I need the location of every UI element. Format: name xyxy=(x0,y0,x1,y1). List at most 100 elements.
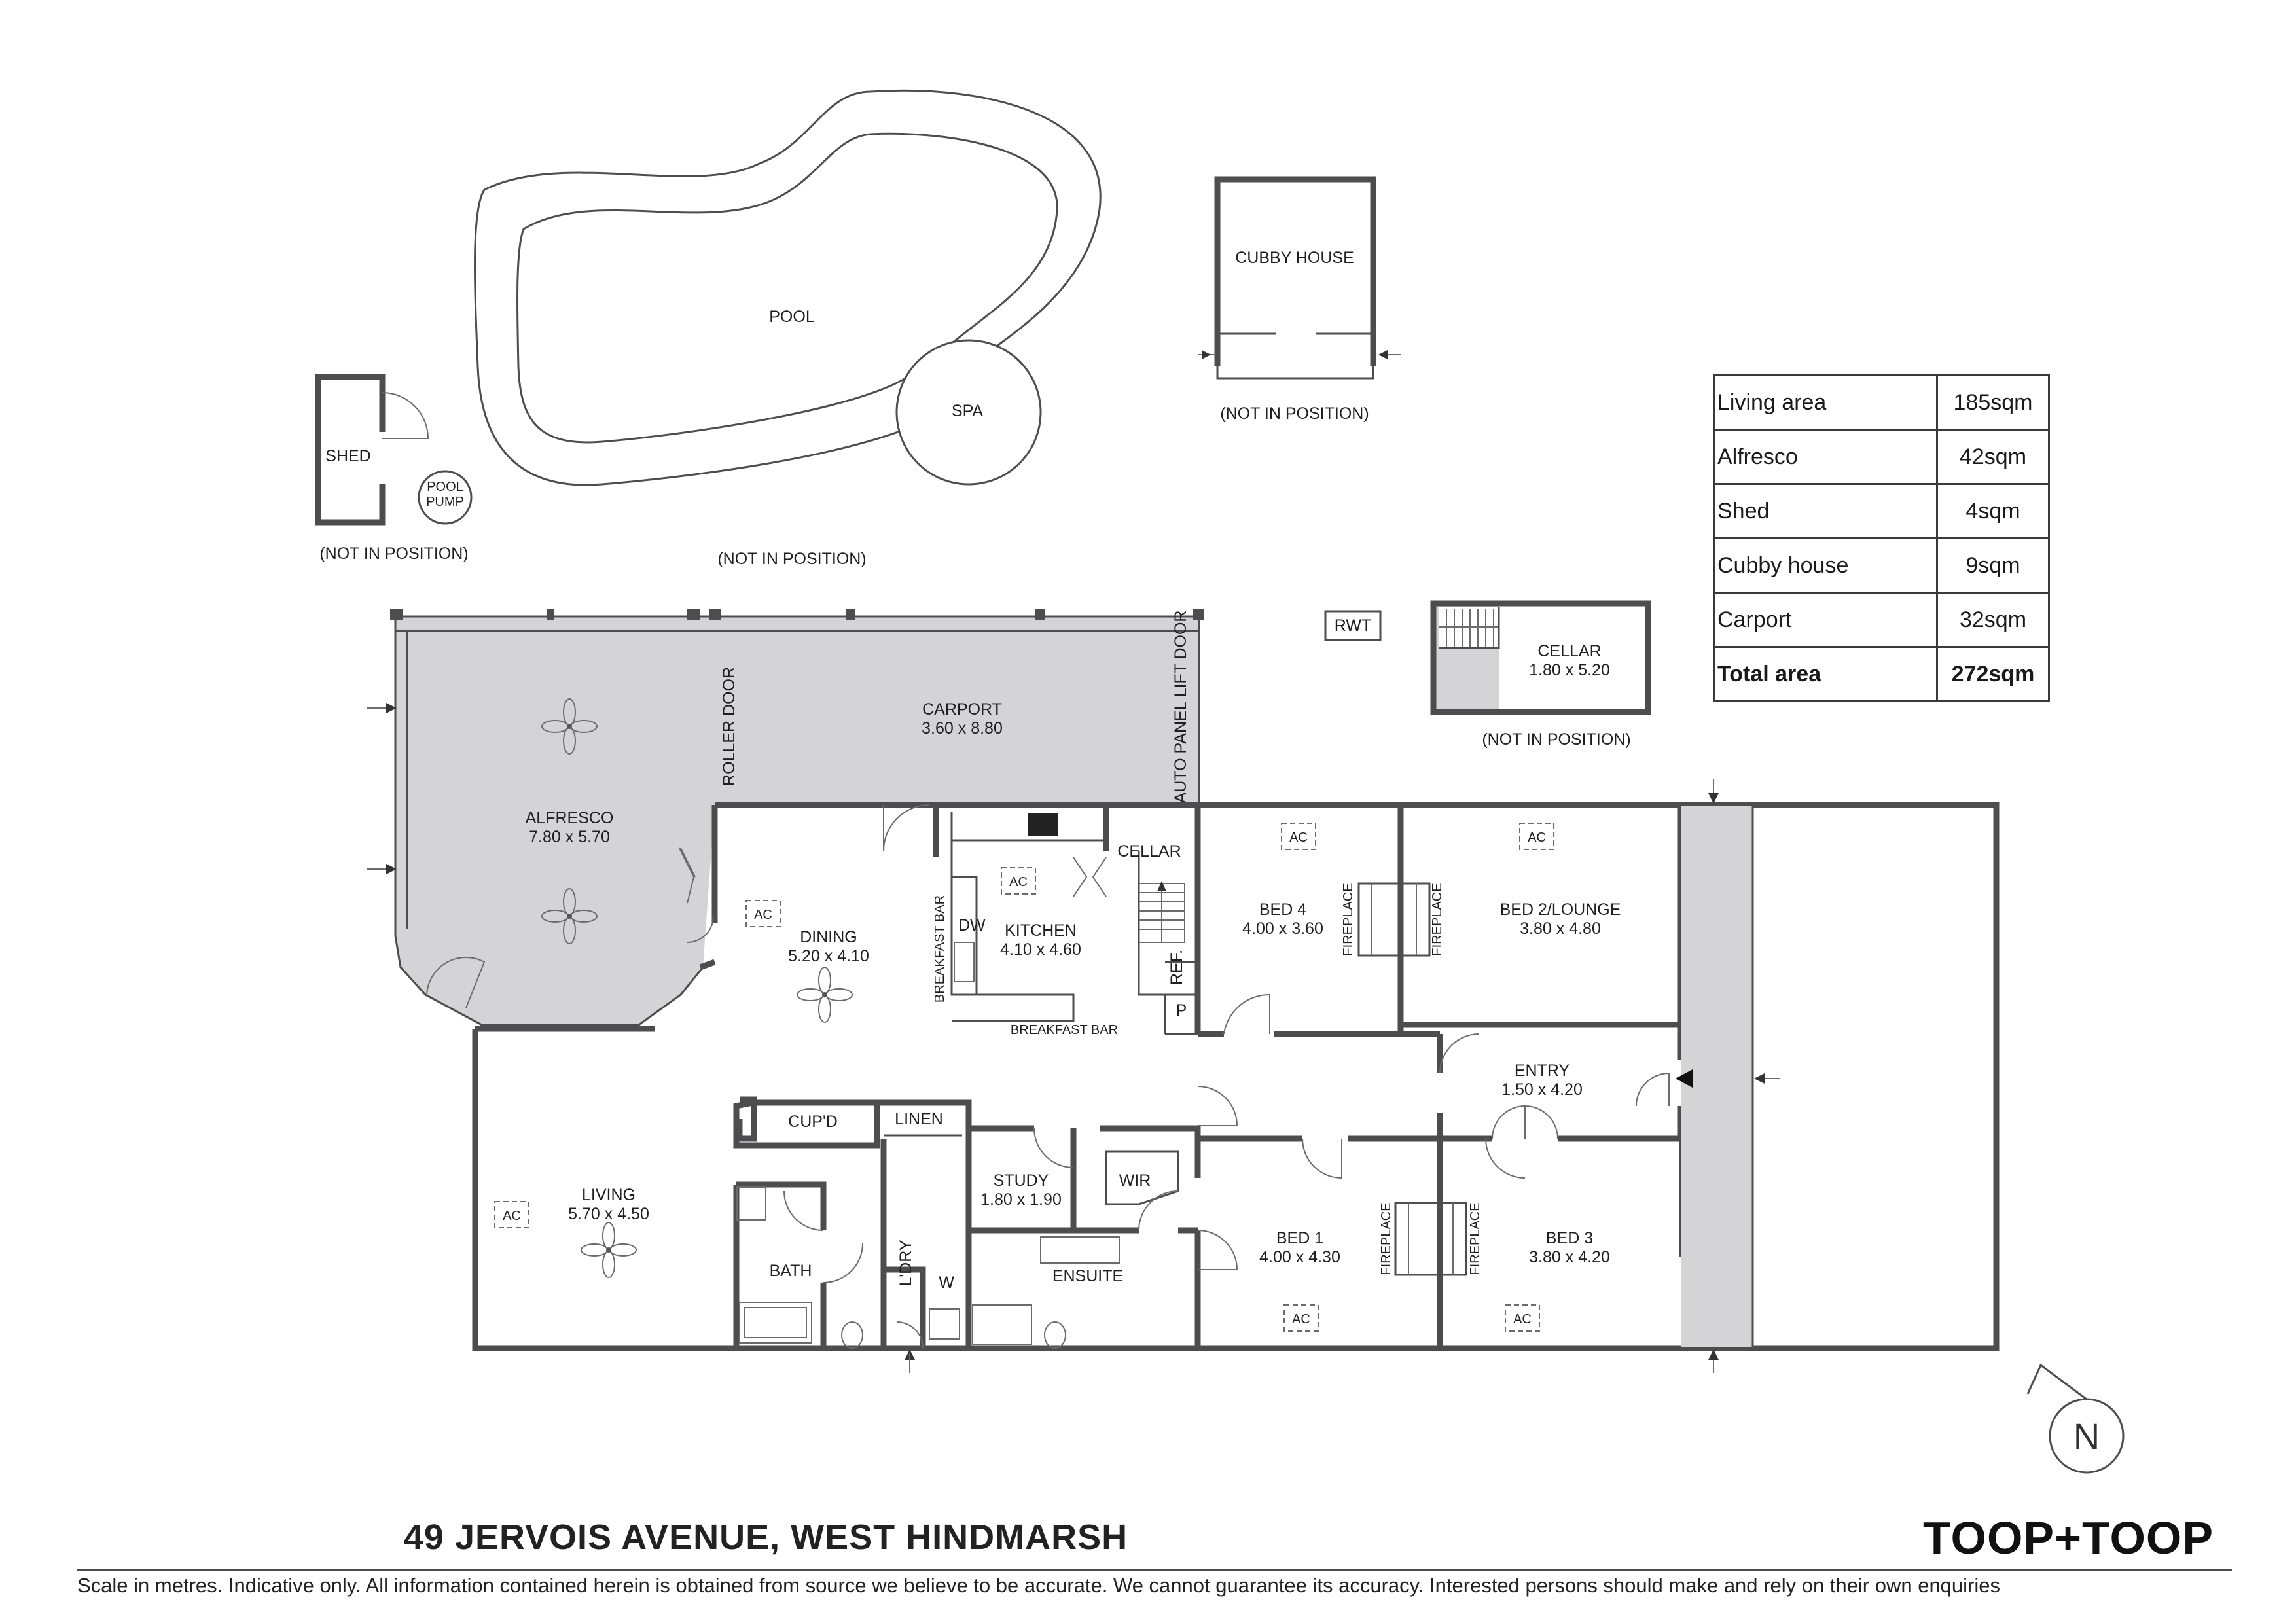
carport-name: CARPORT xyxy=(922,700,1002,719)
area-table: Living area 185sqm Alfresco 42sqm Shed 4… xyxy=(1713,374,2050,702)
bath-label: BATH xyxy=(770,1262,812,1280)
pool-pump-label-2: PUMP xyxy=(426,495,464,509)
ac-units xyxy=(494,823,1554,1332)
area-value: 4sqm xyxy=(1936,483,2050,539)
carport-floor xyxy=(715,616,1199,805)
pool-not-in-position: (NOT IN POSITION) xyxy=(717,550,866,568)
linen-label: LINEN xyxy=(895,1110,943,1128)
rwt-label: RWT xyxy=(1335,616,1371,635)
ac-label: AC xyxy=(1009,875,1028,889)
disclaimer-text: Scale in metres. Indicative only. All in… xyxy=(77,1574,2001,1597)
w-label: W xyxy=(939,1274,954,1292)
shed-walls xyxy=(315,374,386,526)
area-value: 9sqm xyxy=(1936,537,2050,594)
rwt-box xyxy=(1324,610,1382,641)
ac-label: AC xyxy=(503,1209,521,1223)
bathroom-fixtures xyxy=(736,1186,1120,1349)
bed4-name: BED 4 xyxy=(1259,901,1306,919)
study-name: STUDY xyxy=(994,1171,1049,1190)
living-size: 5.70 x 4.50 xyxy=(568,1205,649,1223)
bed3-name: BED 3 xyxy=(1546,1229,1593,1247)
kitchen-name: KITCHEN xyxy=(1005,921,1077,940)
cubby-walls xyxy=(1214,176,1376,366)
pool-label: POOL xyxy=(769,308,815,326)
roller-door-label: ROLLER DOOR xyxy=(720,667,738,786)
bed1-name: BED 1 xyxy=(1276,1229,1323,1247)
cooktop-icon xyxy=(1028,813,1058,836)
area-label: Cubby house xyxy=(1713,537,1938,594)
cellar-outside-size: 1.80 x 5.20 xyxy=(1529,661,1610,679)
cubby-deck xyxy=(1216,332,1374,380)
ac-label: AC xyxy=(1292,1312,1310,1327)
breakfast-bar-label-vertical: BREAKFAST BAR xyxy=(933,895,947,1003)
alfresco-size: 7.80 x 5.70 xyxy=(529,828,610,846)
cellar-inside-label: CELLAR xyxy=(1117,842,1181,861)
area-label: Total area xyxy=(1713,646,1938,702)
table-row: Shed 4sqm xyxy=(1713,483,2050,539)
compass-label: N xyxy=(2073,1416,2100,1457)
wir-label: WIR xyxy=(1119,1171,1151,1190)
alfresco-edges xyxy=(394,615,715,1026)
cellar-outside-name: CELLAR xyxy=(1537,642,1601,660)
pool-pump-outline xyxy=(418,470,473,525)
area-value: 272sqm xyxy=(1936,646,2050,702)
area-value: 32sqm xyxy=(1936,592,2050,648)
ref-label: REF. xyxy=(1168,950,1186,985)
pool-outline xyxy=(474,89,1102,486)
alfresco-name: ALFRESCO xyxy=(526,809,614,827)
entry-size: 1.50 x 4.20 xyxy=(1501,1080,1583,1099)
sink-icon xyxy=(954,942,975,982)
ceiling-fan-icon xyxy=(797,967,853,1023)
cupd-label: CUP'D xyxy=(788,1113,838,1131)
study-size: 1.80 x 1.90 xyxy=(980,1190,1062,1209)
area-label: Carport xyxy=(1713,592,1938,648)
property-address: 49 JERVOIS AVENUE, WEST HINDMARSH xyxy=(403,1518,1128,1557)
bed3-size: 3.80 x 4.20 xyxy=(1529,1248,1610,1266)
shed-door xyxy=(382,392,429,439)
fireplace-icon xyxy=(1394,1202,1467,1276)
bed2-name: BED 2/LOUNGE xyxy=(1500,901,1621,919)
fireplace-label: FIREPLACE xyxy=(1468,1202,1482,1275)
door-swings xyxy=(687,804,1670,1349)
pool-pump-label-1: POOL xyxy=(427,480,463,494)
pantry-label: P xyxy=(1176,1001,1187,1020)
fireplace-icon xyxy=(1357,882,1431,957)
ensuite-label: ENSUITE xyxy=(1052,1267,1123,1285)
footer-divider xyxy=(77,1569,2232,1571)
ceiling-fan-icon xyxy=(541,698,598,755)
spa-outline xyxy=(895,339,1042,486)
area-value: 42sqm xyxy=(1936,429,2050,485)
shed-not-in-position: (NOT IN POSITION) xyxy=(319,544,468,563)
cubby-not-in-position: (NOT IN POSITION) xyxy=(1220,404,1369,423)
ceiling-fan-icon xyxy=(541,888,598,944)
cellar-stair-icon xyxy=(1139,883,1185,943)
auto-door-label: AUTO PANEL LIFT DOOR xyxy=(1172,611,1190,804)
entry-name: ENTRY xyxy=(1515,1061,1570,1080)
brand-logo: TOOP+TOOP xyxy=(1923,1512,2214,1563)
shed-label: SHED xyxy=(325,447,370,465)
cellar-stairs xyxy=(1439,607,1499,648)
living-name: LIVING xyxy=(582,1186,636,1204)
carport-size: 3.60 x 8.80 xyxy=(922,719,1003,738)
area-label: Living area xyxy=(1713,374,1938,431)
north-compass-icon: N xyxy=(2026,1363,2125,1474)
table-row: Living area 185sqm xyxy=(1713,374,2050,431)
alfresco-floor xyxy=(395,616,715,1025)
dw-label: DW xyxy=(958,916,986,935)
area-label: Shed xyxy=(1713,483,1938,539)
table-row-total: Total area 272sqm xyxy=(1713,646,2050,702)
breakfast-bar-label: BREAKFAST BAR xyxy=(1011,1023,1118,1037)
bed2-size: 3.80 x 4.80 xyxy=(1520,919,1601,938)
table-row: Alfresco 42sqm xyxy=(1713,429,2050,485)
dining-name: DINING xyxy=(800,928,857,946)
table-row: Carport 32sqm xyxy=(1713,592,2050,648)
ac-label: AC xyxy=(1513,1312,1532,1327)
ldry-label: L'DRY xyxy=(897,1240,915,1286)
fireplace-label: FIREPLACE xyxy=(1430,883,1444,955)
front-verandah xyxy=(1676,779,1780,1373)
ac-label: AC xyxy=(1528,830,1546,845)
ceiling-fan-icon xyxy=(581,1222,637,1278)
bed4-size: 4.00 x 3.60 xyxy=(1242,919,1323,938)
fireplace-label: FIREPLACE xyxy=(1341,883,1355,955)
